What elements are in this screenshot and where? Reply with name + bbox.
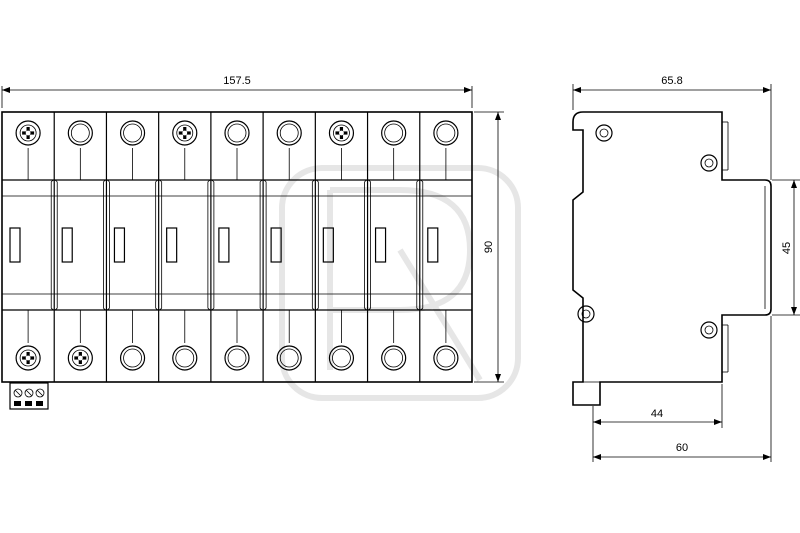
- top-terminal-ring: [15, 120, 41, 146]
- side-view: 65.8 45: [572, 75, 800, 462]
- module-rib: [207, 179, 215, 311]
- rail-to-front-dimension: 44: [592, 384, 723, 462]
- bottom-terminal-ring: [224, 345, 250, 371]
- rail-to-front-label: 44: [651, 408, 663, 420]
- rail-to-back-label: 60: [676, 442, 688, 454]
- bottom-terminal-center: [25, 355, 31, 361]
- side-screws: [577, 124, 718, 339]
- bottom-terminal-hole: [279, 348, 299, 368]
- module-window: [270, 227, 282, 263]
- top-terminal-center: [182, 130, 188, 136]
- watermark: [279, 165, 521, 401]
- housing-outline: [572, 111, 772, 406]
- module-window: [427, 227, 439, 263]
- module-window: [9, 227, 21, 263]
- top-terminal-ring: [381, 120, 407, 146]
- top-terminal-ring: [67, 120, 93, 146]
- bottom-terminal-ring: [276, 345, 302, 371]
- front-view: 157.5 90: [1, 75, 504, 410]
- module-window: [113, 227, 126, 263]
- bottom-terminal-center: [77, 355, 83, 361]
- module-rib: [416, 179, 424, 311]
- bottom-terminal-hole: [123, 348, 142, 368]
- module-window: [322, 227, 334, 263]
- bottom-terminal-ring: [433, 345, 459, 371]
- bottom-terminal-ring: [119, 345, 146, 371]
- bottom-terminal-ring: [15, 345, 41, 371]
- top-terminal-hole: [436, 123, 456, 143]
- module-rib: [259, 179, 267, 311]
- module-window: [374, 227, 387, 263]
- top-terminal-screw: [333, 124, 350, 142]
- top-terminal-hole: [227, 123, 247, 143]
- width-label: 157.5: [223, 75, 251, 87]
- module-rib: [50, 179, 58, 311]
- bottom-terminal-screw: [19, 349, 37, 367]
- rail-to-back-dimension: 60: [593, 316, 772, 462]
- module-window: [166, 227, 178, 263]
- front-modules: [9, 112, 459, 382]
- module-rib: [103, 179, 110, 311]
- module-window: [218, 227, 230, 263]
- bottom-terminal-ring: [172, 345, 198, 371]
- bottom-terminal-hole: [227, 348, 247, 368]
- signal-connector: [9, 382, 49, 410]
- top-terminal-hole: [384, 123, 404, 143]
- top-terminal-ring: [119, 120, 146, 146]
- top-terminal-ring: [172, 120, 198, 146]
- module-rib: [311, 179, 319, 311]
- top-terminal-ring: [224, 120, 250, 146]
- top-terminal-hole: [279, 123, 299, 143]
- top-terminal-ring: [328, 120, 355, 146]
- front-height-dimension: 45: [772, 179, 800, 316]
- bottom-terminal-hole: [384, 348, 404, 368]
- bottom-terminal-screw: [71, 349, 89, 367]
- top-terminal-screw: [176, 124, 194, 142]
- depth-dimension: 65.8: [572, 75, 772, 180]
- top-terminal-hole: [70, 123, 90, 143]
- top-terminal-screw: [19, 124, 37, 142]
- bottom-terminal-hole: [175, 348, 195, 368]
- module-rib: [364, 179, 371, 311]
- top-terminal-hole: [123, 123, 142, 143]
- module-rib: [155, 179, 163, 311]
- top-terminal-ring: [276, 120, 302, 146]
- top-terminal-center: [25, 130, 31, 136]
- bottom-terminal-hole: [332, 348, 351, 368]
- bottom-terminal-hole: [436, 348, 456, 368]
- bottom-terminal-ring: [328, 345, 355, 371]
- depth-label: 65.8: [661, 75, 682, 87]
- top-terminal-ring: [433, 120, 459, 146]
- width-dimension: 157.5: [1, 75, 473, 108]
- module-window: [61, 227, 73, 263]
- height-dimension: 90: [474, 111, 504, 383]
- height-label: 90: [483, 241, 495, 253]
- front-height-label: 45: [781, 242, 793, 254]
- top-terminal-center: [339, 130, 344, 136]
- bottom-terminal-ring: [381, 345, 407, 371]
- bottom-terminal-ring: [67, 345, 93, 371]
